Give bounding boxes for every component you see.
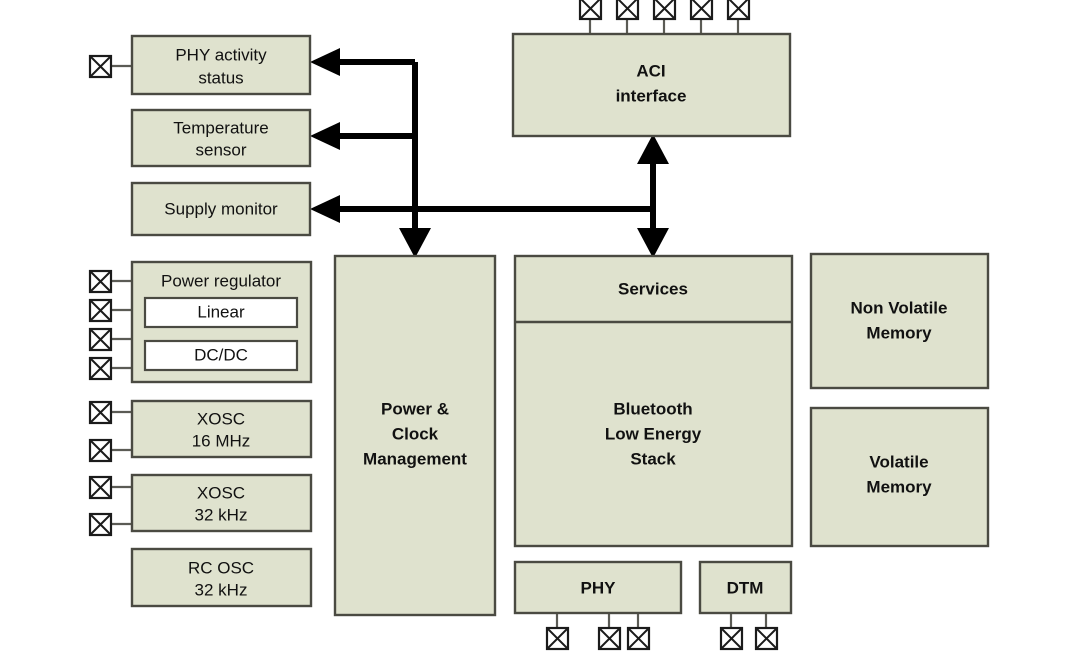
io-pad-icon[interactable]: [88, 269, 113, 294]
block-temperature-sensor[interactable]: Temperature sensor: [130, 108, 312, 168]
block-label: 16 MHz: [192, 431, 251, 450]
block-label: PHY: [581, 578, 617, 597]
io-pad-icon[interactable]: [88, 400, 113, 425]
block-label: Supply monitor: [164, 199, 278, 218]
arrowhead-temperature-sensor: [310, 122, 340, 150]
block-phy[interactable]: PHY: [513, 560, 683, 615]
block-label: Non Volatile: [851, 298, 948, 317]
block-label: Temperature: [173, 118, 268, 137]
io-pad-icon[interactable]: [88, 298, 113, 323]
block-label: Power regulator: [161, 271, 281, 290]
arrowhead-power-clock-management: [399, 228, 431, 258]
block-label: Clock: [392, 424, 439, 443]
block-non-volatile-memory[interactable]: Non Volatile Memory: [809, 252, 990, 390]
block-label: Linear: [197, 302, 245, 321]
io-pad-icon[interactable]: [689, 0, 714, 21]
block-services-ble-stack[interactable]: Services Bluetooth Low Energy Stack: [513, 254, 794, 548]
block-label: Low Energy: [605, 424, 702, 443]
bus-routing: [310, 48, 669, 258]
pad-group-aci: [578, 0, 751, 34]
block-label: Power &: [381, 399, 449, 418]
block-volatile-memory[interactable]: Volatile Memory: [809, 406, 990, 548]
block-label: Management: [363, 449, 467, 468]
block-label: XOSC: [197, 483, 245, 502]
io-pad-icon[interactable]: [754, 626, 779, 651]
block-label: ACI: [636, 61, 665, 80]
io-pad-icon[interactable]: [88, 512, 113, 537]
io-pad-icon[interactable]: [545, 626, 570, 651]
block-power-clock-management[interactable]: Power & Clock Management: [333, 254, 497, 617]
block-label: 32 kHz: [195, 580, 248, 599]
io-pad-icon[interactable]: [626, 626, 651, 651]
block-label: Memory: [866, 323, 932, 342]
block-label: Volatile: [869, 452, 928, 471]
block-aci-interface[interactable]: ACI interface: [511, 32, 792, 138]
io-pad-icon[interactable]: [578, 0, 603, 21]
io-pad-icon[interactable]: [88, 475, 113, 500]
io-pad-icon[interactable]: [719, 626, 744, 651]
io-pad-icon[interactable]: [726, 0, 751, 21]
io-pad-icon[interactable]: [652, 0, 677, 21]
block-label: Services: [618, 279, 688, 298]
block-xosc-16mhz[interactable]: XOSC 16 MHz: [130, 399, 313, 459]
arrowhead-aci-up: [637, 134, 669, 164]
block-label: PHY activity: [175, 45, 267, 64]
block-label: Bluetooth: [613, 399, 692, 418]
block-services[interactable]: Services: [618, 279, 688, 298]
arrowhead-services-down: [637, 228, 669, 258]
block-label: sensor: [195, 140, 246, 159]
io-pad-icon[interactable]: [88, 356, 113, 381]
block-phy-activity-status[interactable]: PHY activity status: [130, 34, 312, 96]
arrowhead-supply-monitor: [310, 195, 340, 223]
block-label: status: [198, 68, 243, 87]
block-label: DTM: [727, 578, 764, 597]
pad-group-left: [88, 54, 132, 537]
block-label: XOSC: [197, 409, 245, 428]
block-xosc-32khz[interactable]: XOSC 32 kHz: [130, 473, 313, 533]
block-rc-osc-32khz[interactable]: RC OSC 32 kHz: [130, 547, 313, 608]
block-label: Memory: [866, 477, 932, 496]
arrowhead-phy-activity-status: [310, 48, 340, 76]
block-dtm[interactable]: DTM: [698, 560, 793, 615]
io-pad-icon[interactable]: [88, 327, 113, 352]
block-power-regulator[interactable]: Power regulator Linear DC/DC: [130, 260, 313, 384]
io-pad-icon[interactable]: [615, 0, 640, 21]
block-label: DC/DC: [194, 345, 248, 364]
io-pad-icon[interactable]: [597, 626, 622, 651]
block-supply-monitor[interactable]: Supply monitor: [130, 181, 312, 237]
block-power-regulator-linear[interactable]: Linear: [143, 296, 299, 329]
block-label: RC OSC: [188, 558, 254, 577]
block-label: Stack: [630, 449, 676, 468]
io-pad-icon[interactable]: [88, 438, 113, 463]
block-label: 32 kHz: [195, 505, 248, 524]
pad-group-bottom: [545, 613, 779, 651]
block-power-regulator-dcdc[interactable]: DC/DC: [143, 339, 299, 372]
block-ble-stack[interactable]: Bluetooth Low Energy Stack: [605, 399, 702, 468]
io-pad-icon[interactable]: [88, 54, 113, 79]
block-label: interface: [616, 86, 687, 105]
